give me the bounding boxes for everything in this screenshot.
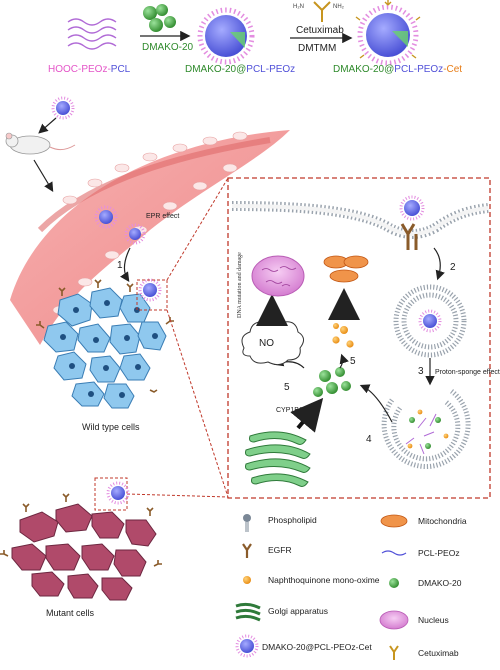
cyp1b1-label: CYP1B1 [276, 407, 303, 414]
step5b-number: 5 [350, 356, 356, 367]
injection-arrow [38, 117, 57, 134]
svg-text:Naphthoquinone mono-oxime: Naphthoquinone mono-oxime [268, 575, 380, 585]
endosome-nanoparticle [418, 309, 442, 333]
svg-text:Phospholipid: Phospholipid [268, 515, 317, 525]
cetuximab-ligand-icon: H₂N NH₂ [293, 1, 345, 22]
released-dmako-cluster [313, 367, 351, 397]
legend: Phospholipid EGFR Naphthoquinone mono-ox… [235, 514, 467, 660]
egfr-receptors-mutant [0, 493, 162, 567]
epr-label: EPR effect [146, 213, 179, 220]
svg-text:NH₂: NH₂ [333, 4, 345, 10]
injected-nanoparticle-icon [51, 96, 75, 120]
step4-arrow [359, 384, 393, 423]
naphtho-arrow [339, 353, 349, 369]
svg-text:DMAKO-20: DMAKO-20 [418, 578, 462, 588]
cell-membrane [231, 201, 489, 239]
polymer-label: HOOC-PEOz-PCL [48, 64, 131, 75]
vessel-nanoparticle-icon [94, 205, 118, 229]
no-cloud [241, 317, 304, 366]
polymer-icon [67, 18, 117, 50]
mutant-cell-cluster [11, 503, 157, 601]
naphtho-cluster [332, 323, 354, 348]
step1-number: 1 [117, 260, 123, 271]
np1-label: DMAKO-20@PCL-PEOz [185, 64, 295, 75]
blood-vessel [10, 130, 290, 345]
proton-sponge-label: Proton-sponge effect [435, 369, 500, 376]
legend-nucleus: Nucleus [379, 610, 449, 630]
zoom-line-bottom [166, 309, 229, 498]
mouse-icon [5, 132, 76, 155]
membrane-nanoparticle [399, 195, 425, 221]
legend-naphtho: Naphthoquinone mono-oxime [243, 575, 380, 585]
dna-damage-label: DNA mutation and damage [237, 252, 243, 318]
endocytosis-arrow [433, 247, 445, 281]
svg-text:Cetuximab: Cetuximab [418, 648, 459, 658]
ruptured-endosome [381, 387, 471, 470]
svg-text:EGFR: EGFR [268, 545, 292, 555]
endosome [393, 284, 467, 358]
wild-type-cell-cluster [43, 287, 167, 409]
mitochondria-fragments [323, 255, 369, 283]
np2-label: DMAKO-20@PCL-PEOz-Cet [333, 64, 462, 75]
step2-catalyst-label: DMTMM [298, 43, 336, 54]
legend-mitochondria: Mitochondria [380, 514, 467, 528]
nanoparticle-icon [197, 7, 255, 65]
legend-golgi: Golgi apparatus [235, 602, 328, 622]
step3-number: 3 [418, 366, 424, 377]
svg-text:Golgi apparatus: Golgi apparatus [268, 606, 328, 616]
cell-inset-box [227, 177, 491, 499]
legend-dmako: DMAKO-20 [389, 578, 462, 588]
mutant-label: Mutant cells [46, 608, 95, 618]
circulation-arrow [33, 159, 54, 193]
legend-phospholipid: Phospholipid [243, 514, 317, 532]
step1-reagent-label: DMAKO-20 [142, 42, 194, 53]
golgi-apparatus [245, 431, 311, 487]
extravasated-nanoparticle-icon [124, 223, 146, 245]
zoom-source-box [136, 279, 168, 311]
step4-number: 4 [366, 434, 372, 445]
nucleus [251, 255, 305, 297]
step2-reagent-label: Cetuximab [296, 25, 344, 36]
svg-text:Mitochondria: Mitochondria [418, 516, 467, 526]
targeted-nanoparticle-icon [355, 0, 421, 66]
svg-text:PCL-PEOz: PCL-PEOz [418, 548, 460, 558]
target-nanoparticle-wild [138, 278, 162, 302]
mutant-zoom-line [126, 493, 229, 498]
svg-text:DMAKO-20@PCL-PEOz-Cet: DMAKO-20@PCL-PEOz-Cet [262, 642, 372, 652]
wild-type-label: Wild type cells [82, 422, 140, 432]
step2-number-inset: 2 [450, 262, 456, 273]
mutant-nanoparticle [106, 481, 130, 505]
step5a-number: 5 [284, 382, 290, 393]
egfr-receptor-membrane [400, 223, 418, 250]
legend-cetuximab: Cetuximab [389, 645, 459, 660]
svg-text:Nucleus: Nucleus [418, 615, 449, 625]
cyp1b1-arrow [290, 397, 324, 433]
step1-arrow-curve [120, 247, 131, 282]
legend-pcl-peoz: PCL-PEOz [381, 548, 460, 558]
svg-text:H₂N: H₂N [293, 4, 304, 10]
legend-nanoparticle: DMAKO-20@PCL-PEOz-Cet [235, 634, 372, 658]
no-label: NO [259, 338, 274, 349]
legend-egfr: EGFR [242, 543, 292, 558]
dmako-cluster-icon [143, 4, 176, 32]
